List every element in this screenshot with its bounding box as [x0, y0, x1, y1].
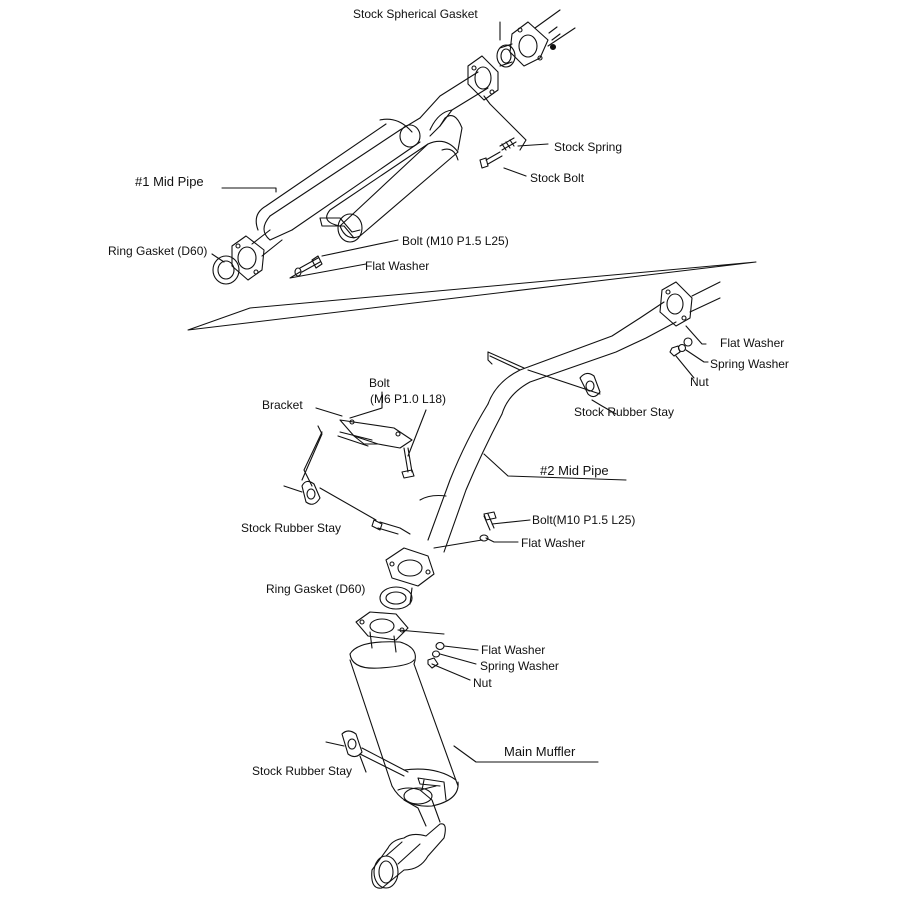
mid-pipe-1-lower-resonator	[326, 140, 459, 243]
bolt-m10-mid	[483, 511, 497, 531]
label-bracket: Bracket	[262, 398, 303, 412]
bolt-m10-top	[299, 255, 323, 273]
main-muffler-body	[349, 641, 459, 807]
label-stock-bolt: Stock Bolt	[530, 171, 585, 185]
mid-pipe-2-outlet-flange	[385, 547, 435, 587]
label-stock-rubber-stay-left: Stock Rubber Stay	[241, 521, 342, 535]
stock-bolt	[479, 151, 503, 169]
label-bolt-m6-line1: Bolt	[369, 376, 390, 390]
label-nut-lower: Nut	[473, 676, 492, 690]
flat-washer-lower	[435, 641, 445, 651]
nut-right	[669, 345, 681, 357]
mid-pipe-1-inlet-flange	[467, 55, 499, 101]
label-bolt-m10-mid: Bolt(M10 P1.5 L25)	[532, 513, 636, 527]
muffler-inlet-flange	[355, 611, 409, 641]
flat-washer-right	[683, 337, 693, 347]
label-bolt-m10-top: Bolt (M10 P1.5 L25)	[402, 234, 509, 248]
spring-washer-lower	[431, 650, 441, 658]
label-stock-rubber-stay-upper: Stock Rubber Stay	[574, 405, 675, 419]
label-flat-washer-top: Flat Washer	[365, 259, 430, 273]
label-mid-pipe-2: #2 Mid Pipe	[540, 463, 609, 478]
label-flat-washer-lower: Flat Washer	[481, 643, 546, 657]
stock-spherical-gasket	[496, 43, 516, 68]
mid-pipe-1-outlet-flange	[231, 235, 265, 281]
stock-flange	[509, 21, 549, 67]
mid-pipe-1-upper-resonator	[255, 118, 421, 241]
label-ring-gasket-mid: Ring Gasket (D60)	[266, 582, 366, 596]
stock-rubber-stay-left	[283, 480, 321, 505]
label-bolt-m6-line2: (M6 P1.0 L18)	[370, 392, 447, 406]
label-nut-right: Nut	[690, 375, 709, 389]
label-stock-rubber-stay-lower: Stock Rubber Stay	[252, 764, 353, 778]
stock-spring	[499, 137, 517, 151]
bracket	[337, 419, 413, 449]
stock-front-pipe	[534, 9, 576, 51]
label-flat-washer-right: Flat Washer	[720, 336, 785, 350]
flat-washer-mid	[479, 534, 489, 542]
tail-pipe-tip	[371, 823, 446, 889]
bolt-m6	[401, 447, 415, 479]
ring-gasket-mid	[379, 586, 413, 610]
label-spring-washer-right: Spring Washer	[710, 357, 789, 371]
label-main-muffler: Main Muffler	[504, 744, 576, 759]
label-flat-washer-mid: Flat Washer	[521, 536, 586, 550]
label-mid-pipe-1: #1 Mid Pipe	[135, 174, 204, 189]
nut-lower	[427, 657, 439, 669]
label-spring-washer-lower: Spring Washer	[480, 659, 559, 673]
mid-pipe-2-inlet-flange	[659, 281, 721, 327]
label-stock-spherical-gasket: Stock Spherical Gasket	[353, 7, 478, 21]
stock-rubber-stay-lower	[325, 730, 409, 777]
label-ring-gasket-top: Ring Gasket (D60)	[108, 244, 208, 258]
label-stock-spring: Stock Spring	[554, 140, 623, 154]
ring-gasket-top	[212, 255, 240, 285]
muffler-outlet-pipe	[397, 777, 447, 827]
